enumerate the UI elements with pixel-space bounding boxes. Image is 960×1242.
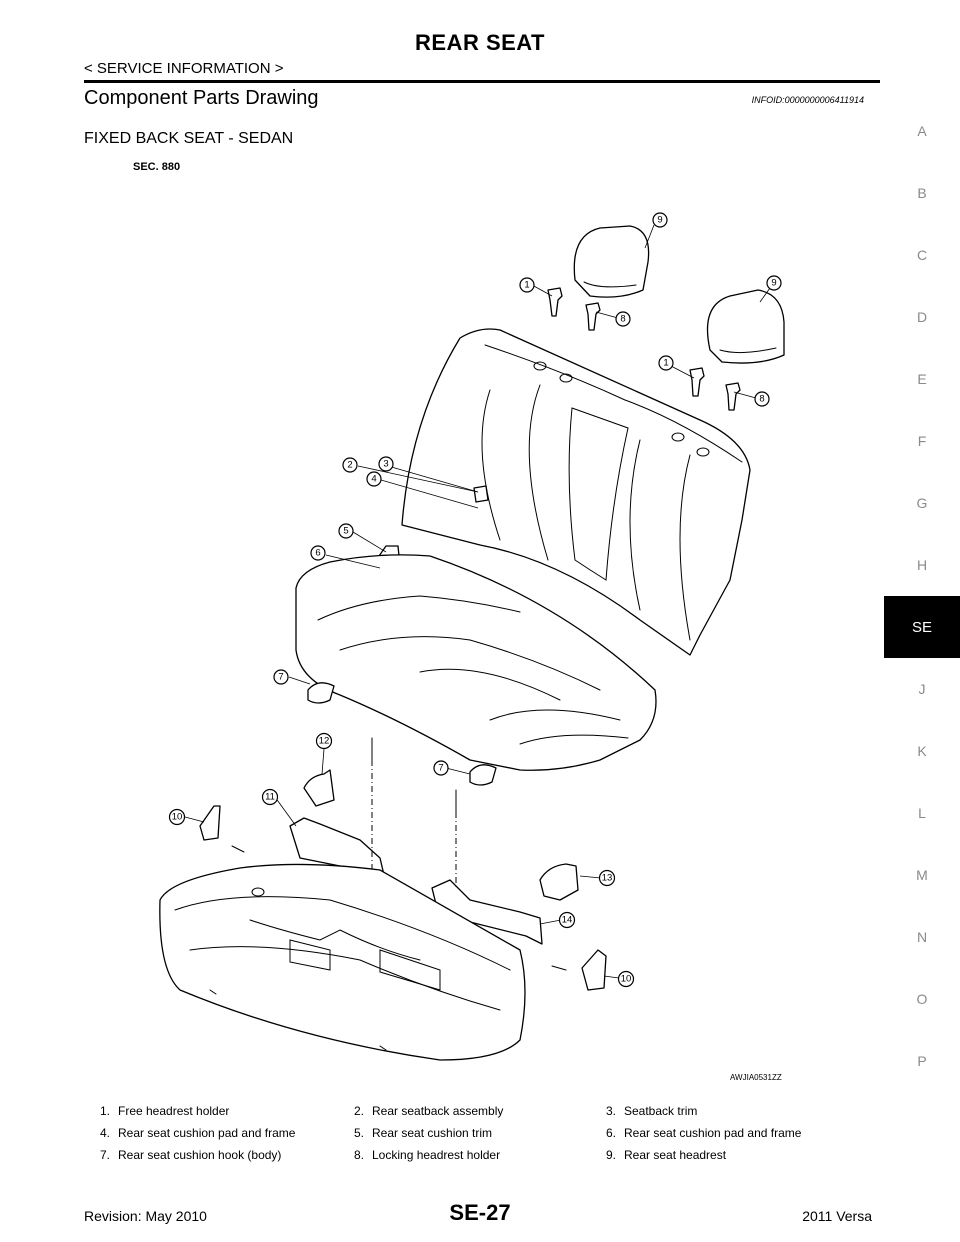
footer-page-number: SE-27 [449,1200,511,1225]
legend-item: 3.Seatback trim [605,1104,698,1118]
legend-item: 8.Locking headrest holder [353,1148,501,1162]
side-index-n[interactable]: N [916,929,928,945]
headrest-left [573,225,650,298]
free-holder-left [547,287,563,317]
rear-seat-cushion [295,554,657,771]
side-index: A B C D E F G H SE J K L M N O P [884,100,960,1092]
callout-6: 6 [310,545,326,561]
side-index-h[interactable]: H [916,557,928,573]
svg-text:8: 8 [620,314,625,325]
callout-2: 2 [342,457,358,473]
side-index-k[interactable]: K [917,743,927,759]
bracket-13 [539,863,579,901]
callout-7-left: 7 [273,669,289,685]
callout-7-right: 7 [433,760,449,776]
callout-8-left: 8 [615,311,631,327]
svg-text:2: 2 [347,460,352,471]
svg-text:8: 8 [759,394,764,405]
callout-10-right: 10 [617,970,635,988]
callout-4: 4 [366,471,382,487]
header-rule [84,80,880,83]
info-id: INFOID:0000000006411914 [751,95,864,105]
svg-text:5: 5 [343,526,348,537]
footer-revision: Revision: May 2010 [84,1208,207,1224]
callout-5: 5 [338,523,354,539]
side-index-se[interactable]: SE [884,596,960,658]
svg-text:6: 6 [315,548,320,559]
svg-text:1: 1 [663,358,668,369]
subheading: FIXED BACK SEAT - SEDAN [84,130,294,147]
legend-item: 4.Rear seat cushion pad and frame [99,1126,296,1140]
svg-text:11: 11 [265,792,275,803]
headrest-right [706,289,785,364]
svg-text:14: 14 [562,915,573,926]
svg-text:10: 10 [172,812,183,823]
page-title: REAR SEAT [415,30,545,55]
svg-text:1: 1 [524,280,529,291]
side-index-d[interactable]: D [916,309,928,325]
component-drawing: 9 1 8 9 1 8 2 3 4 5 6 7 12 7 11 10 13 14… [130,178,830,1088]
svg-text:13: 13 [602,873,613,884]
callout-11: 11 [261,788,279,806]
callout-14: 14 [558,911,576,929]
callout-13: 13 [598,869,616,887]
svg-text:9: 9 [657,215,662,226]
sec-label: SEC. 880 [133,161,181,173]
callout-1-right: 1 [658,355,674,371]
locking-holder-right [725,382,741,411]
parts-legend: 1.Free headrest holder 2.Rear seatback a… [84,1100,884,1166]
side-index-a[interactable]: A [917,123,927,139]
legend-row: 7.Rear seat cushion hook (body) 8.Lockin… [84,1144,884,1166]
footer-model: 2011 Versa [802,1208,872,1224]
bracket-10-left [199,805,221,841]
locking-holder-left [585,302,601,331]
side-index-j[interactable]: J [918,681,926,697]
callout-10-left: 10 [168,808,186,826]
side-index-e[interactable]: E [917,371,927,387]
callout-3: 3 [378,456,394,472]
svg-text:9: 9 [771,278,776,289]
side-index-c[interactable]: C [916,247,928,263]
side-index-p[interactable]: P [917,1053,927,1069]
cushion-hook-right [469,764,497,786]
free-holder-right [689,367,705,397]
svg-text:7: 7 [438,763,443,774]
side-index-o[interactable]: O [916,991,928,1007]
section-label: < SERVICE INFORMATION > [84,60,284,77]
figure-code: AWJIA0531ZZ [730,1073,782,1082]
svg-text:4: 4 [371,474,376,485]
cushion-frame [159,863,526,1061]
legend-item: 5.Rear seat cushion trim [353,1126,493,1140]
callout-9-left: 9 [652,212,668,228]
callout-1-left: 1 [519,277,535,293]
legend-row: 1.Free headrest holder 2.Rear seatback a… [84,1100,884,1122]
legend-item: 6.Rear seat cushion pad and frame [605,1126,802,1140]
legend-item: 9.Rear seat headrest [605,1148,727,1162]
side-index-g[interactable]: G [916,495,928,511]
cushion-hook-left [307,682,335,704]
callout-9-right: 9 [766,275,782,291]
side-index-b[interactable]: B [917,185,927,201]
section-heading: Component Parts Drawing [84,87,319,109]
legend-row: 4.Rear seat cushion pad and frame 5.Rear… [84,1122,884,1144]
bracket-12 [303,769,335,807]
svg-text:3: 3 [383,459,388,470]
svg-text:12: 12 [319,736,330,747]
legend-item: 1.Free headrest holder [99,1104,230,1118]
side-index-m[interactable]: M [916,867,928,883]
rear-seatback [401,328,751,656]
bracket-10-right [581,949,607,991]
svg-text:10: 10 [621,974,632,985]
callout-8-right: 8 [754,391,770,407]
legend-item: 7.Rear seat cushion hook (body) [99,1148,282,1162]
legend-item: 2.Rear seatback assembly [353,1104,504,1118]
side-index-l[interactable]: L [918,805,926,821]
svg-text:7: 7 [278,672,283,683]
trim-clip-a [473,485,489,503]
side-index-f[interactable]: F [917,433,927,449]
callout-12: 12 [315,732,333,750]
